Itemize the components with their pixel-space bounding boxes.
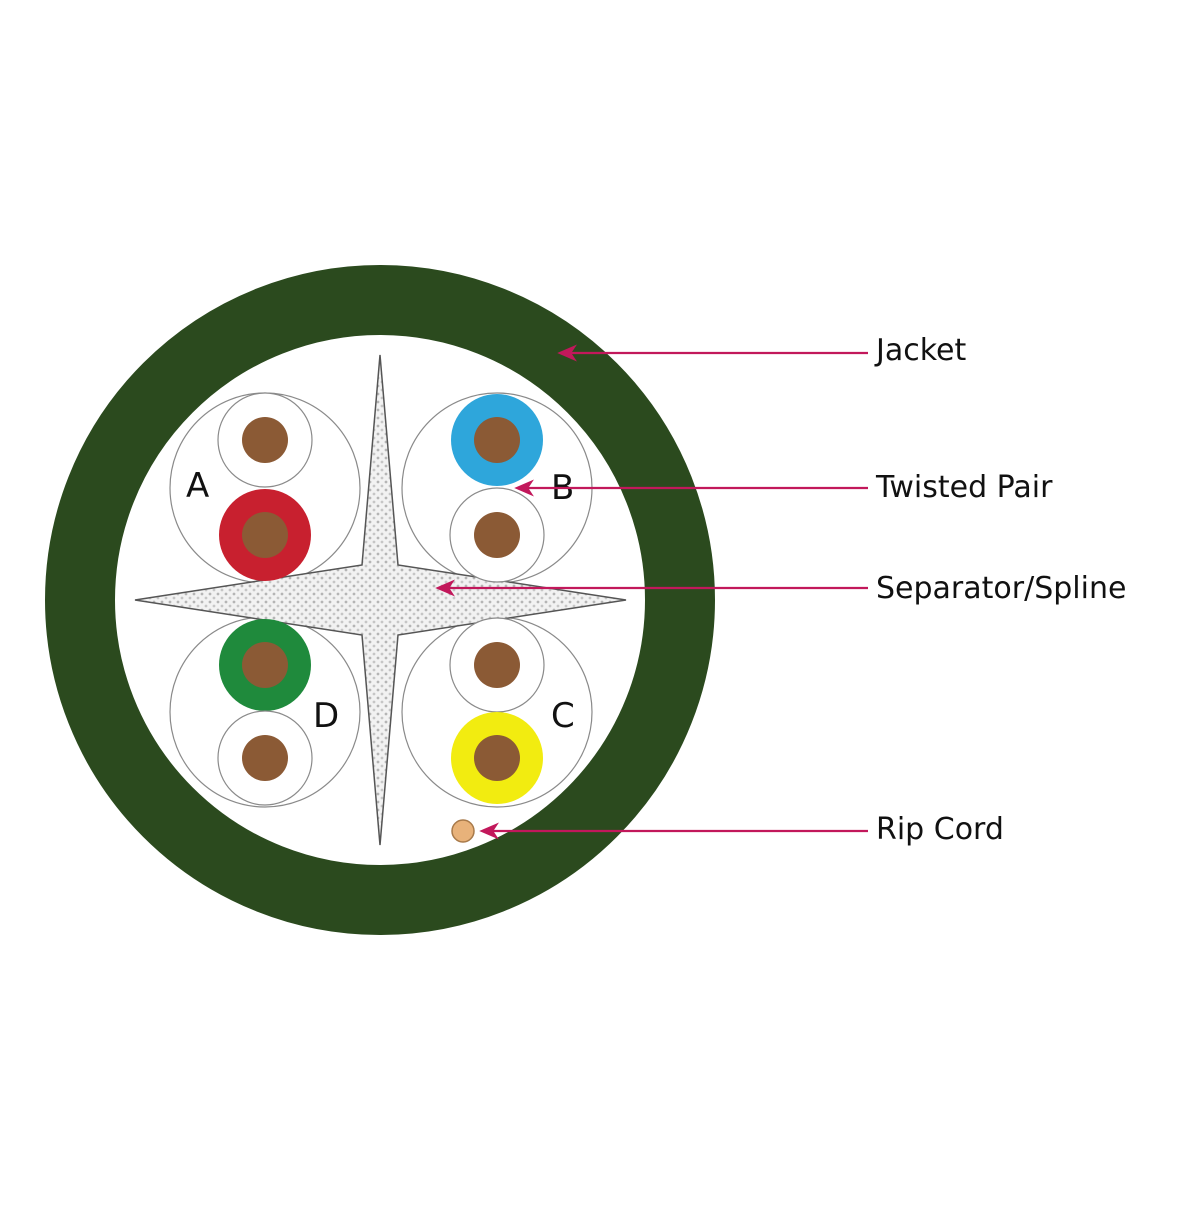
separator-spline-label: Separator/Spline: [876, 571, 1127, 606]
pair-d-white-conductor: [242, 735, 288, 781]
separator-leader-arrow: [435, 579, 455, 597]
pair-c-letter: C: [551, 696, 575, 736]
pair-a-colored-conductor: [242, 512, 288, 558]
jacket-ring: [45, 265, 715, 935]
pair-c-white-conductor: [474, 642, 520, 688]
pair-d-colored-conductor: [242, 642, 288, 688]
pair-b-white-conductor: [474, 512, 520, 558]
leader-lines: [435, 344, 868, 840]
rip-cord-leader-arrow: [479, 822, 499, 840]
rip-cord: [451, 819, 475, 843]
pair-d-letter: D: [313, 696, 339, 736]
twisted-pair-leader-arrow: [514, 479, 534, 497]
pair-a-letter: A: [186, 466, 209, 506]
twisted-pair-label: Twisted Pair: [876, 470, 1053, 505]
pair-b-colored-conductor: [474, 417, 520, 463]
jacket-label: Jacket: [876, 333, 967, 368]
pair-a-white-conductor: [242, 417, 288, 463]
pair-c-colored-conductor: [474, 735, 520, 781]
rip-cord-label: Rip Cord: [876, 812, 1004, 847]
jacket-leader-arrow: [557, 344, 577, 362]
